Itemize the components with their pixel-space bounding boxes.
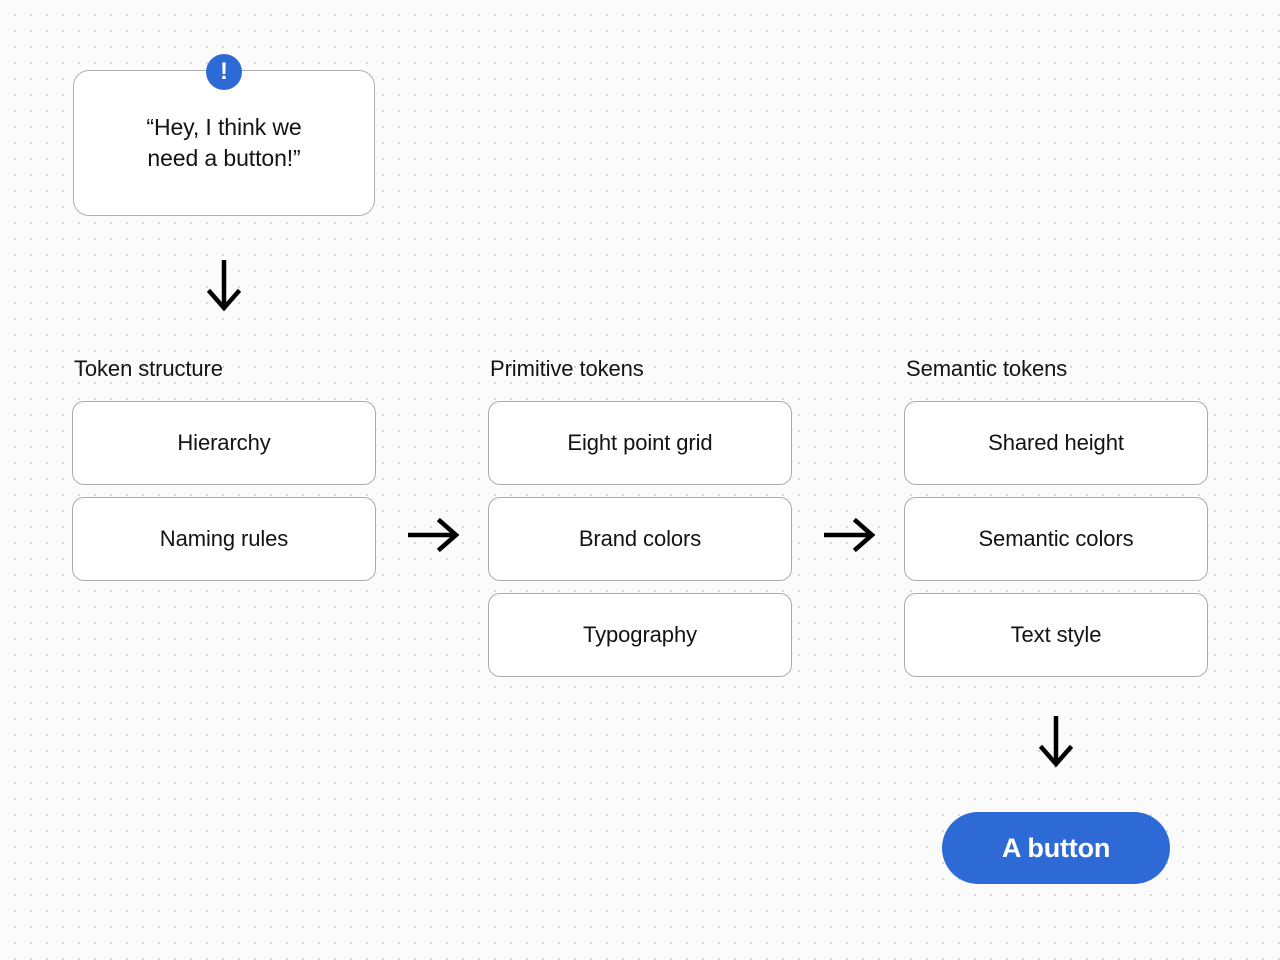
exclamation-icon: ! xyxy=(206,54,242,90)
a-button[interactable]: A button xyxy=(942,812,1170,884)
arrow-down-icon xyxy=(1036,714,1076,775)
token-card[interactable]: Semantic colors xyxy=(904,497,1208,581)
token-card-label: Text style xyxy=(1010,622,1102,647)
arrow-right-icon xyxy=(406,515,462,560)
speech-bubble-text: “Hey, I think we need a button!” xyxy=(146,114,302,171)
token-card-label: Typography xyxy=(583,622,697,647)
column-primitive-tokens: Primitive tokens Eight point grid Brand … xyxy=(488,355,792,689)
column-title: Primitive tokens xyxy=(490,356,644,381)
exclamation-glyph: ! xyxy=(220,57,228,85)
column-token-structure: Token structure Hierarchy Naming rules xyxy=(72,355,376,593)
token-card[interactable]: Naming rules xyxy=(72,497,376,581)
arrow-down-icon xyxy=(204,258,244,319)
column-title: Semantic tokens xyxy=(906,356,1068,381)
column-title: Token structure xyxy=(74,356,223,381)
speech-bubble-card: “Hey, I think we need a button!” xyxy=(73,70,375,216)
token-card[interactable]: Typography xyxy=(488,593,792,677)
token-card-label: Semantic colors xyxy=(978,526,1134,551)
arrow-right-icon xyxy=(822,515,878,560)
token-card-label: Naming rules xyxy=(159,526,289,551)
token-card[interactable]: Hierarchy xyxy=(72,401,376,485)
column-semantic-tokens: Semantic tokens Shared height Semantic c… xyxy=(904,355,1208,689)
token-card-label: Eight point grid xyxy=(567,430,713,455)
token-card-label: Hierarchy xyxy=(177,430,271,455)
token-card[interactable]: Shared height xyxy=(904,401,1208,485)
token-card[interactable]: Eight point grid xyxy=(488,401,792,485)
token-card-label: Shared height xyxy=(988,430,1124,455)
token-card[interactable]: Text style xyxy=(904,593,1208,677)
token-card-label: Brand colors xyxy=(578,526,702,551)
token-card[interactable]: Brand colors xyxy=(488,497,792,581)
